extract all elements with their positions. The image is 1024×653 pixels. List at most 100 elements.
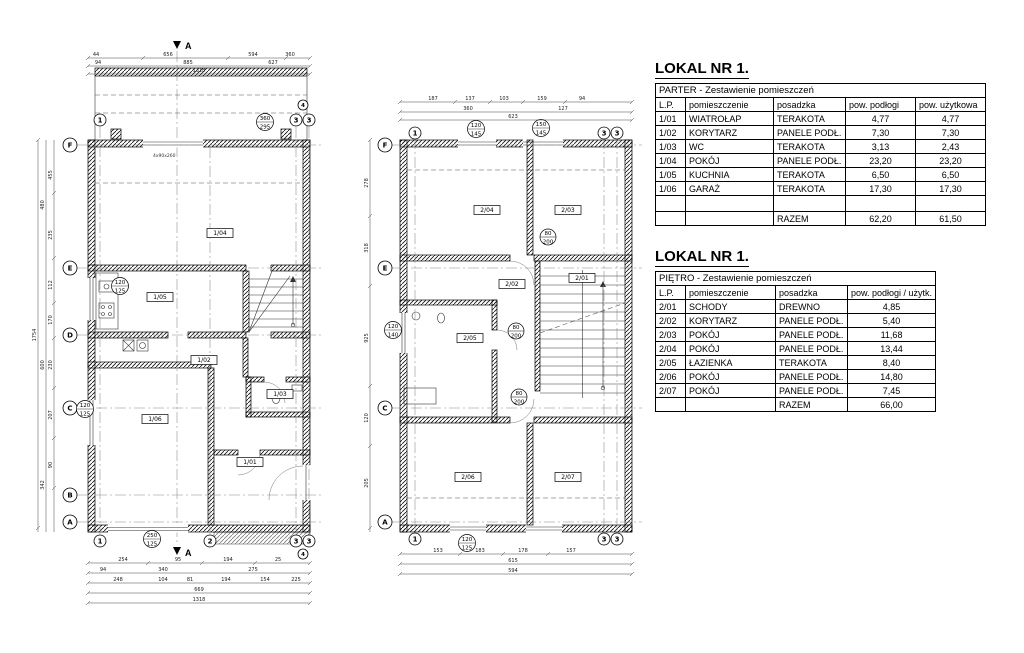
svg-text:81: 81	[187, 577, 193, 583]
svg-text:254: 254	[118, 557, 128, 563]
cell-room: KORYTARZ	[685, 125, 774, 140]
cell-floor: PANELE PODŁ.	[775, 383, 848, 398]
wall-openings	[87, 139, 311, 533]
svg-text:248: 248	[113, 577, 123, 583]
grid-marker-c: C	[67, 405, 72, 413]
svg-text:925: 925	[364, 333, 370, 343]
stairs	[539, 270, 626, 398]
svg-text:342: 342	[40, 480, 46, 490]
svg-text:103: 103	[499, 96, 509, 102]
room-label-1-05: 1/05	[153, 294, 167, 301]
cell-floor: PANELE PODŁ.	[773, 125, 846, 140]
grid-marker-3-top: 3	[294, 117, 299, 125]
svg-text:145: 145	[536, 131, 547, 137]
table-row: 1/03 WC TERAKOTA 3,13 2,43	[655, 139, 986, 154]
svg-text:159: 159	[537, 96, 547, 102]
room-label-2-05: 2/05	[463, 335, 477, 342]
lokal-heading-parter: LOKAL NR 1.	[655, 60, 749, 79]
total-area: 66,00	[846, 397, 937, 412]
cell-area2: 2,43	[915, 139, 986, 154]
svg-text:455: 455	[48, 170, 54, 180]
svg-text:207: 207	[48, 410, 54, 420]
grid-marker-3b-bottom: 3	[615, 536, 620, 544]
svg-text:623: 623	[508, 114, 518, 120]
room-label-2-01: 2/01	[575, 275, 589, 282]
table-empty-row	[655, 195, 986, 212]
svg-text:120: 120	[462, 537, 473, 543]
cell-floor: TERAKOTA	[773, 167, 846, 182]
grid-marker-4-top: 4	[301, 103, 305, 109]
cell-room: KUCHNIA	[685, 167, 774, 182]
grid-marker-f: F	[68, 142, 73, 150]
lokal-heading-pietro: LOKAL NR 1.	[655, 248, 749, 267]
cell-room: POKÓJ	[685, 383, 776, 398]
svg-text:656: 656	[163, 52, 173, 58]
col-header-floor: posadzka	[775, 285, 848, 300]
svg-text:140: 140	[388, 333, 399, 339]
room-label-1-02: 1/02	[197, 357, 211, 364]
cell-area1: 4,77	[845, 111, 916, 126]
cell-room: POKÓJ	[685, 327, 776, 342]
cell-lp: 1/03	[655, 139, 686, 154]
svg-text:125: 125	[462, 546, 473, 552]
window-marker-left-top: 120 145	[467, 120, 485, 138]
cell-lp: 2/07	[655, 383, 686, 398]
svg-text:80: 80	[516, 391, 523, 397]
svg-text:627: 627	[268, 60, 278, 66]
table-header-row: L.P. pomieszczenie posadzka pow. podłogi…	[655, 97, 986, 112]
table-row: 2/03 POKÓJ PANELE PODŁ. 11,68	[655, 327, 937, 342]
cell-lp: 1/04	[655, 153, 686, 168]
door-marker-1: 80 200	[539, 228, 557, 246]
cell-lp: 1/05	[655, 167, 686, 182]
svg-text:153: 153	[433, 548, 443, 554]
cell-area1: 7,30	[845, 125, 916, 140]
cell-floor: TERAKOTA	[773, 181, 846, 196]
cell-lp: 2/02	[655, 313, 686, 328]
room-label-2-02: 2/02	[505, 281, 519, 288]
cell-area: 14,80	[846, 369, 937, 384]
room-label-1-03: 1/03	[273, 391, 287, 398]
table-row: 1/01 WIATROŁAP TERAKOTA 4,77 4,77	[655, 111, 986, 126]
cell-floor: PANELE PODŁ.	[775, 313, 848, 328]
svg-text:120: 120	[388, 324, 399, 330]
wall-openings	[399, 139, 563, 533]
svg-text:120: 120	[471, 123, 482, 129]
grid-marker-b: B	[67, 492, 72, 500]
grid-marker-f: F	[383, 142, 388, 150]
grid-marker-3-bottom: 3	[602, 536, 607, 544]
svg-text:80: 80	[513, 325, 520, 331]
svg-text:250: 250	[147, 533, 158, 539]
svg-text:340: 340	[158, 567, 168, 573]
table-title-row: PARTER - Zestawienie pomieszczeń	[655, 83, 986, 98]
col-header-room: pomieszczenie	[685, 285, 776, 300]
svg-text:360: 360	[463, 106, 473, 112]
parter-table-title: PARTER - Zestawienie pomieszczeń	[655, 83, 986, 98]
room-labels: 1/04 1/05 1/02 1/03 1/06 1/01	[141, 228, 294, 467]
svg-text:187: 187	[428, 96, 438, 102]
svg-text:200: 200	[514, 400, 525, 406]
cell-area2: 17,30	[915, 181, 986, 196]
grid-marker-e: E	[383, 265, 388, 273]
room-label-1-04: 1/04	[213, 230, 227, 237]
svg-text:275: 275	[248, 567, 258, 573]
interior-walls	[399, 139, 633, 526]
svg-text:125: 125	[115, 289, 126, 295]
svg-text:80: 80	[545, 231, 552, 237]
grid-marker-e: E	[68, 265, 73, 273]
svg-text:615: 615	[508, 558, 518, 564]
cell-room: SCHODY	[685, 299, 776, 314]
grid-marker-3b-bottom: 3	[307, 538, 312, 546]
grid-marker-a: A	[67, 519, 73, 527]
cell-floor: TERAKOTA	[773, 111, 846, 126]
svg-text:170: 170	[48, 315, 54, 325]
svg-text:137: 137	[465, 96, 475, 102]
cell-room: POKÓJ	[685, 341, 776, 356]
cell-lp: 2/04	[655, 341, 686, 356]
svg-text:94: 94	[579, 96, 585, 102]
cell-area: 7,45	[846, 383, 937, 398]
svg-text:480: 480	[40, 200, 46, 210]
svg-text:600: 600	[40, 360, 46, 370]
floor-plan-parter: A A	[32, 41, 322, 606]
svg-text:235: 235	[48, 230, 54, 240]
table-header-row: L.P. pomieszczenie posadzka pow. podłogi…	[655, 285, 937, 300]
